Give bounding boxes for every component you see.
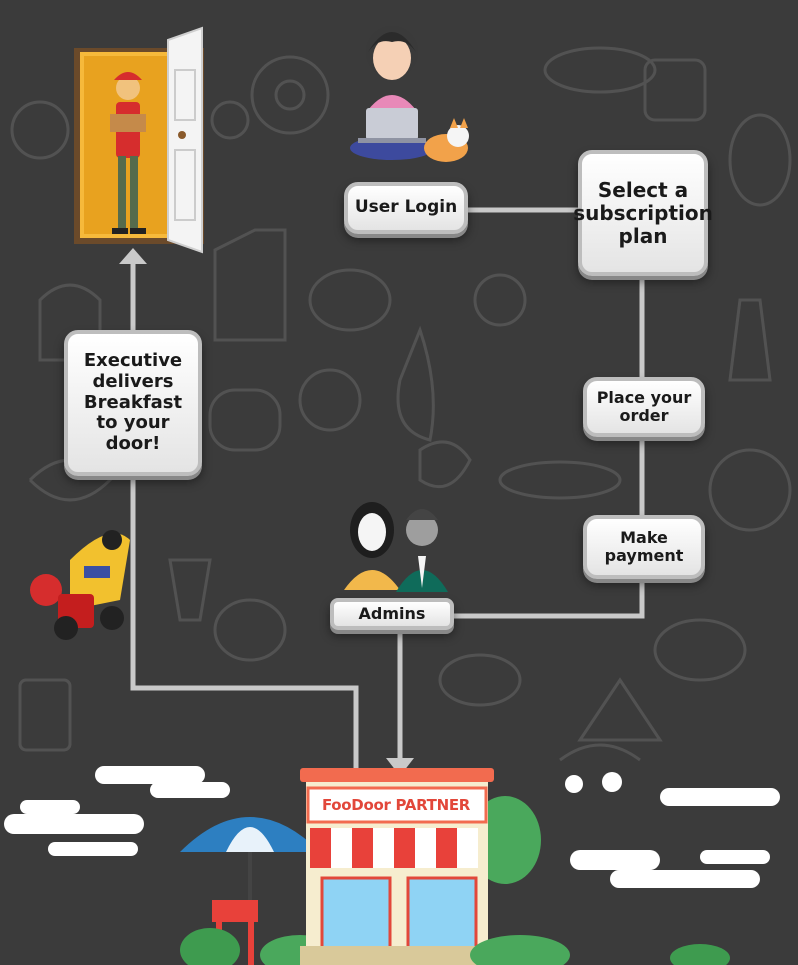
step-admins-label: Admins [358, 603, 426, 623]
step-admins: Admins [330, 598, 454, 630]
user-illustration [350, 26, 469, 162]
food-doodle-background [10, 46, 792, 762]
admins-illustration [344, 502, 448, 592]
step-executive-delivery: Executive delivers Breakfast to your doo… [64, 330, 202, 476]
step-make-payment-label: Make payment [604, 527, 684, 565]
shop-awning [310, 828, 478, 868]
connector-shop-executive [130, 476, 359, 770]
connector-lines [130, 207, 645, 770]
scooter-illustration [30, 530, 130, 640]
step-place-order-label: Place your order [596, 387, 692, 425]
step-subscription-plan: Select a subscription plan [573, 150, 713, 276]
step-executive-delivery-label: Executive delivers Breakfast to your doo… [83, 350, 183, 455]
step-user-login-label: User Login [354, 197, 458, 218]
shop-sign: FooDoor PARTNER [321, 796, 471, 814]
arrow-head-door [119, 248, 147, 264]
clouds [4, 766, 780, 888]
shop-illustration [300, 768, 730, 965]
step-place-order: Place your order [583, 377, 705, 437]
door-illustration [74, 26, 204, 254]
connector-payment-admins [454, 579, 645, 619]
step-subscription-plan-label: Select a subscription plan [573, 177, 713, 248]
arrow-head-shop [386, 758, 414, 776]
step-make-payment: Make payment [583, 515, 705, 579]
step-user-login: User Login [344, 182, 468, 234]
